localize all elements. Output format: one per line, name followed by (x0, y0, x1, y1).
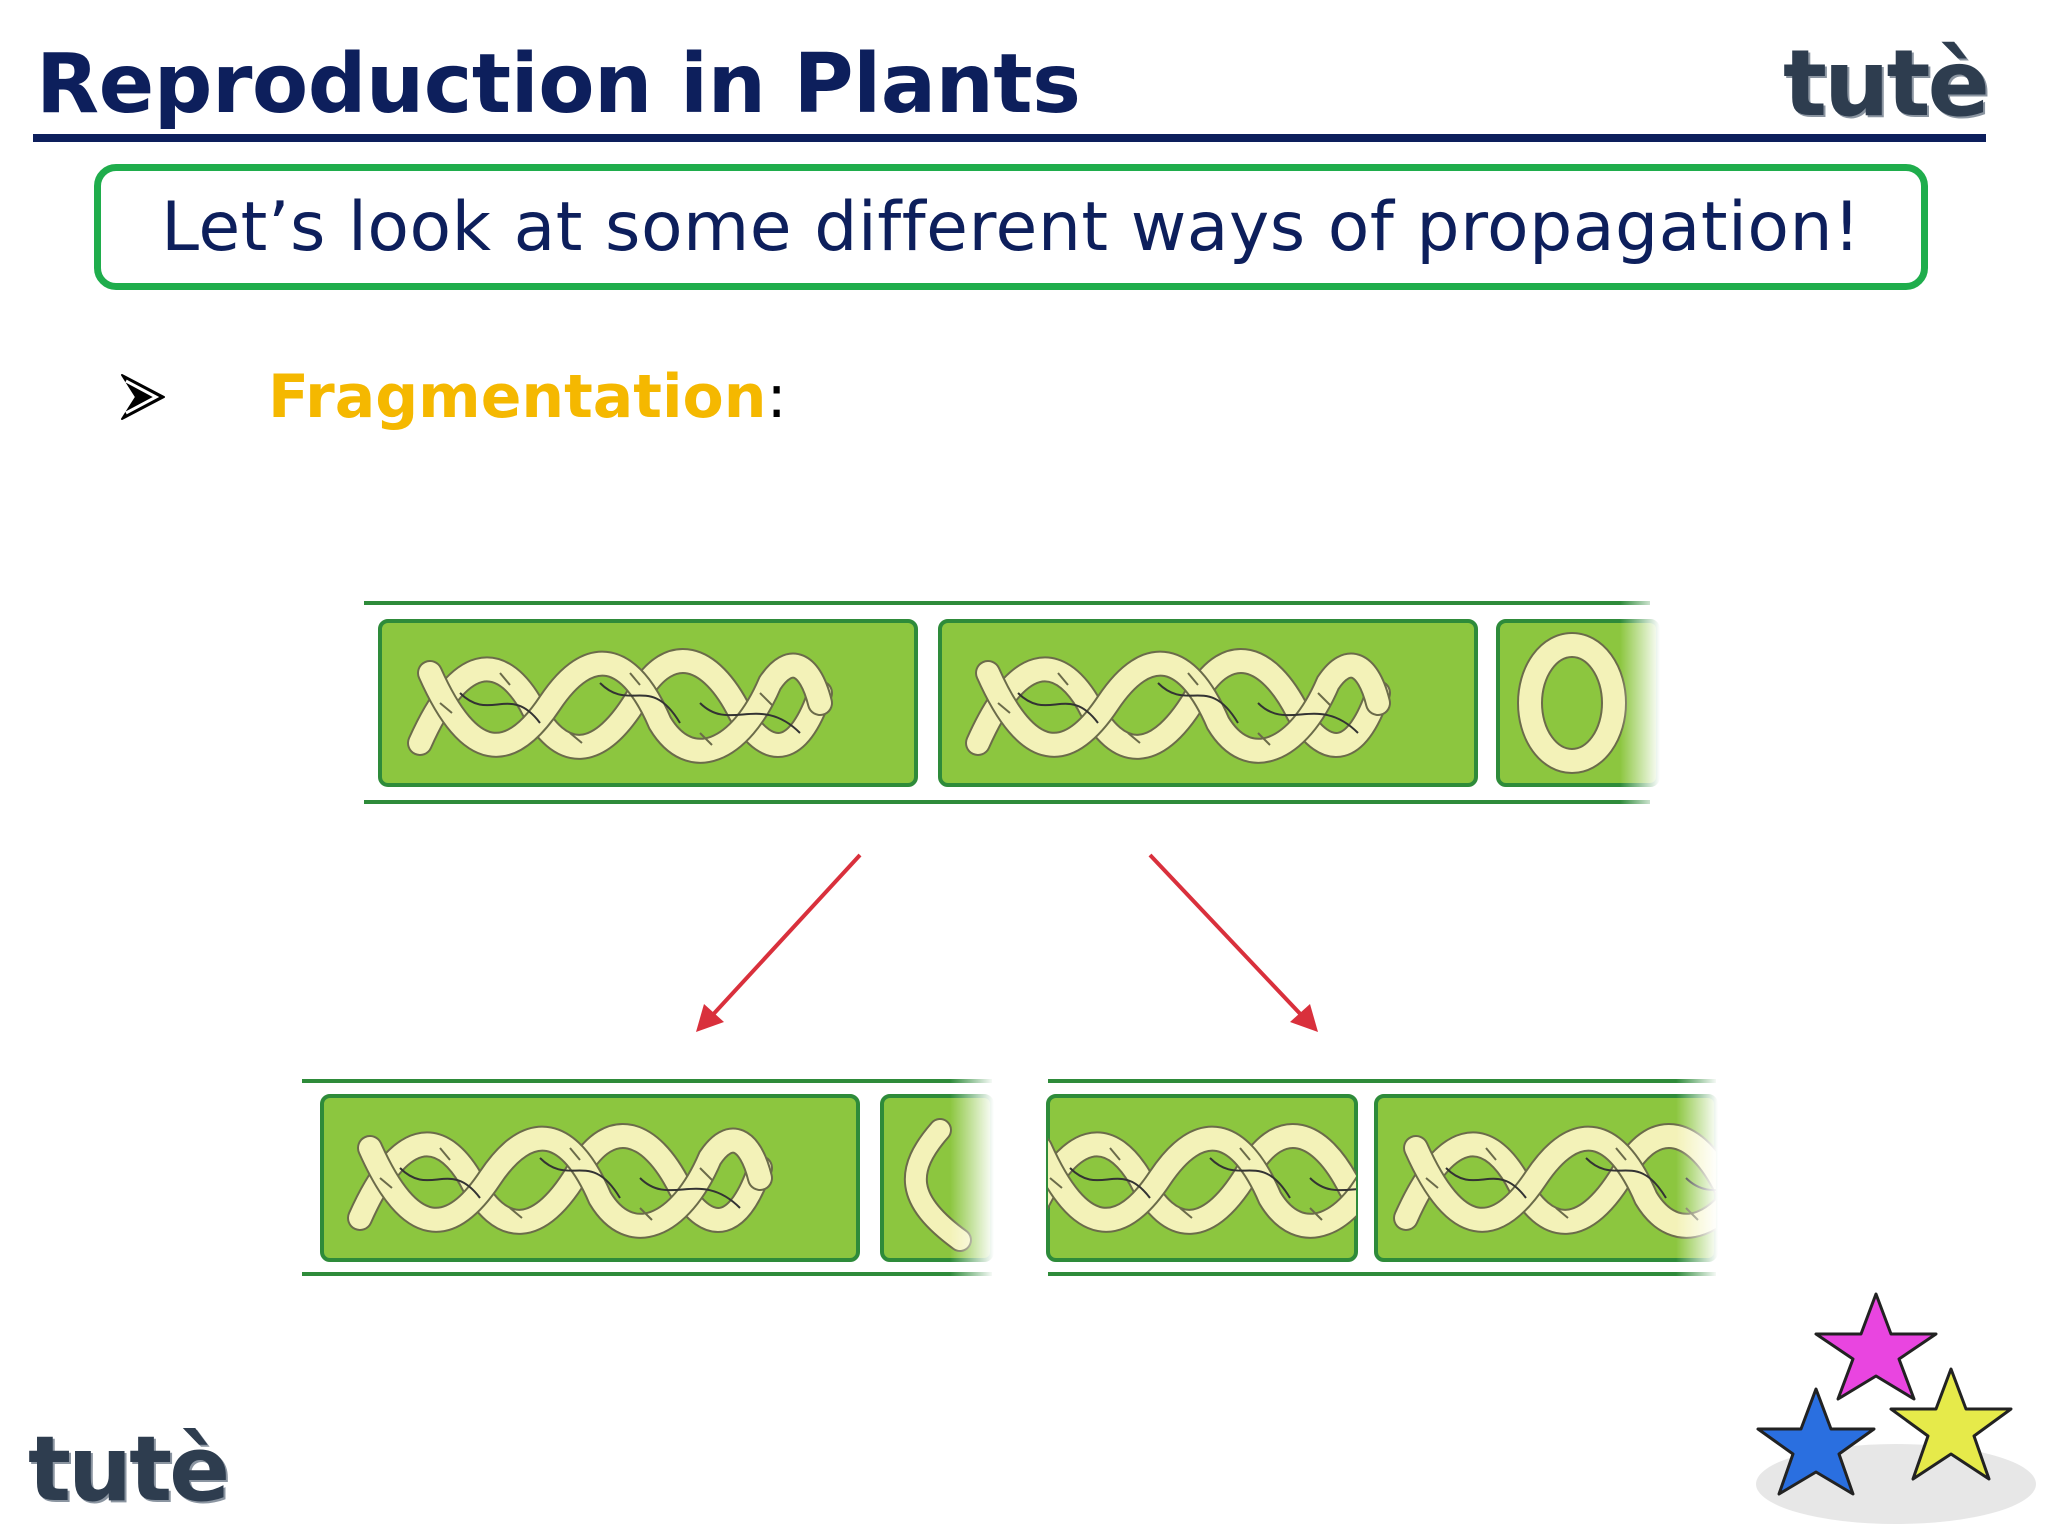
subtitle-box: Let’s look at some different ways of pro… (94, 164, 1928, 290)
stars-decoration-icon (1756, 1292, 2036, 1524)
left-fragment (302, 1078, 994, 1278)
top-filament (364, 600, 1660, 810)
brand-logo-top: tutè (1783, 30, 1990, 137)
split-arrows (696, 853, 1318, 1032)
bullet-label: Fragmentation (268, 362, 767, 432)
page-title: Reproduction in Plants (36, 37, 1081, 132)
arrowhead-bullet-icon (121, 374, 165, 420)
bullet-colon: : (766, 362, 787, 432)
right-fragment (1046, 1078, 1718, 1278)
bullet-item: Fragmentation : (118, 362, 787, 432)
brand-logo-bottom: tutè (28, 1417, 230, 1522)
subtitle-text: Let’s look at some different ways of pro… (161, 187, 1861, 267)
title-underline (33, 134, 1986, 142)
